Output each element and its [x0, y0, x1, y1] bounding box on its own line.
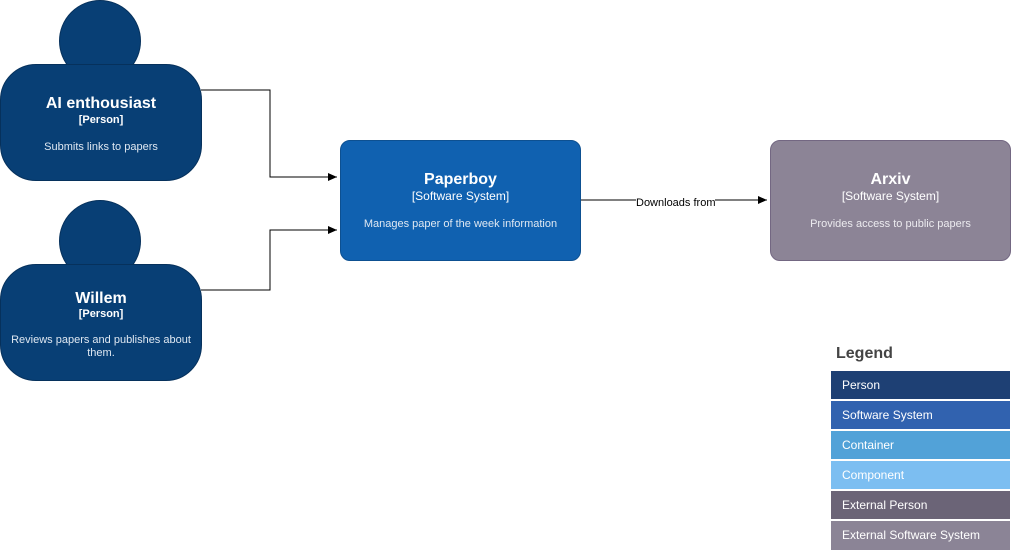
system-type: [Software System] — [841, 189, 940, 203]
legend-item-person: Person — [830, 370, 1011, 400]
person-name: AI enthousiast — [45, 95, 157, 112]
person-type: [Person] — [78, 114, 124, 126]
person-body: AI enthousiast [Person] Submits links to… — [0, 64, 202, 181]
system-name: Paperboy — [424, 171, 497, 188]
edge-label-downloads-from: Downloads from — [636, 197, 716, 209]
system-description: Manages paper of the week information — [363, 218, 558, 230]
person-description: Reviews papers and publishes about them. — [11, 334, 191, 359]
system-arxiv[interactable]: Arxiv [Software System] Provides access … — [770, 140, 1011, 261]
legend-item-software-system: Software System — [830, 400, 1011, 430]
system-name: Arxiv — [870, 171, 911, 188]
person-description: Submits links to papers — [44, 141, 158, 153]
system-description: Provides access to public papers — [810, 218, 971, 230]
legend-title: Legend — [836, 345, 893, 362]
system-paperboy[interactable]: Paperboy [Software System] Manages paper… — [340, 140, 581, 261]
system-type: [Software System] — [411, 189, 510, 203]
edge-ai-enthousiast-to-paperboy — [201, 89, 337, 181]
legend-item-external-software-system: External Software System — [830, 520, 1011, 551]
edge-willem-to-paperboy — [201, 226, 337, 291]
person-body: Willem [Person] Reviews papers and publi… — [0, 264, 202, 381]
legend-item-external-person: External Person — [830, 490, 1011, 520]
person-type: [Person] — [78, 308, 124, 320]
legend-item-component: Component — [830, 460, 1011, 490]
person-name: Willem — [75, 290, 127, 307]
legend-item-container: Container — [830, 430, 1011, 460]
